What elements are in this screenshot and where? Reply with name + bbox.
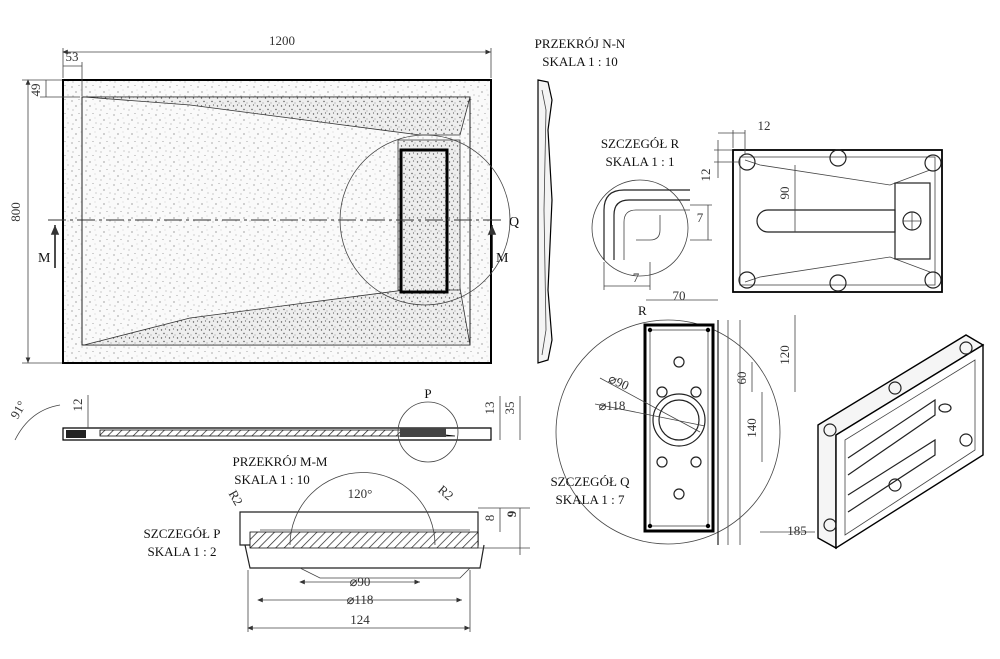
marker-q: Q	[509, 215, 519, 230]
mm-124: 124	[350, 612, 370, 627]
detail-r-12b: 12	[698, 169, 713, 182]
mm-r2b: R2	[435, 482, 456, 503]
detail-r-12a: 12	[758, 118, 771, 133]
marker-p: P	[424, 386, 431, 401]
isometric-view: 185	[760, 334, 985, 550]
side-13: 13	[482, 402, 497, 415]
mm-r2a: R2	[226, 487, 247, 508]
detail-p-title: SZCZEGÓŁ P	[144, 526, 221, 541]
dim-49: 49	[28, 84, 43, 97]
detail-q-140: 140	[744, 418, 759, 438]
mm-9: 9	[504, 510, 519, 517]
detail-q-d118: ⌀118	[599, 398, 626, 413]
detail-q-title: SZCZEGÓŁ Q	[550, 474, 630, 489]
drain-plate	[643, 323, 715, 533]
section-mm-scale: SKALA 1 : 10	[234, 472, 309, 487]
marker-r: R	[638, 303, 647, 318]
detail-q-d90: ⌀90	[606, 371, 631, 393]
iso-185: 185	[787, 523, 807, 538]
section-nn-view: PRZEKRÓJ N-N SKALA 1 : 10	[535, 36, 626, 364]
side-12: 12	[70, 399, 85, 412]
detail-r-90: 90	[777, 187, 792, 200]
dim-1200: 1200	[269, 33, 295, 48]
marker-m-right: M	[496, 251, 509, 266]
tray-variant-plan: 12 12 90	[698, 118, 943, 293]
detail-s-7a: 7	[697, 210, 704, 225]
detail-r-view: SZCZEGÓŁ R SKALA 1 : 1 7 7	[591, 136, 712, 290]
detail-q-120: 120	[777, 345, 792, 365]
detail-q-60: 60	[734, 372, 749, 385]
linear-drain	[399, 148, 449, 294]
section-nn-title: PRZEKRÓJ N-N	[535, 36, 626, 51]
detail-p-scale: SKALA 1 : 2	[148, 544, 217, 559]
mm-8: 8	[482, 515, 497, 522]
mm-d90: ⌀90	[350, 574, 371, 589]
detail-r-title: SZCZEGÓŁ R	[601, 136, 680, 151]
plan-view: M M Q 1200 53 800 49	[8, 33, 519, 364]
detail-q-view: ⌀90 ⌀118 70 R 120 60 140 SZCZEGÓŁ Q SKAL…	[550, 288, 796, 545]
upper-slope	[83, 96, 471, 136]
mm-angle: 120°	[348, 486, 373, 501]
mm-d118: ⌀118	[347, 592, 374, 607]
section-nn-scale: SKALA 1 : 10	[542, 54, 617, 69]
side-35: 35	[502, 402, 517, 415]
side-profile: P 91° 12 13 35 PRZEKRÓJ M-M SKALA 1 : 10	[7, 386, 521, 487]
section-mm-title: PRZEKRÓJ M-M	[233, 454, 328, 469]
detail-q-scale: SKALA 1 : 7	[556, 492, 625, 507]
dim-800: 800	[8, 202, 23, 222]
detail-r-scale: SKALA 1 : 1	[606, 154, 675, 169]
angle-91: 91°	[7, 398, 29, 421]
detail-s-7b: 7	[633, 270, 640, 285]
detail-p-view: 120° R2 R2 8 9 ⌀90 ⌀118 124 SZCZEGÓŁ P S…	[144, 472, 530, 632]
detail-q-70: 70	[673, 288, 686, 303]
dim-53: 53	[66, 49, 79, 64]
marker-m-left: M	[38, 251, 51, 266]
